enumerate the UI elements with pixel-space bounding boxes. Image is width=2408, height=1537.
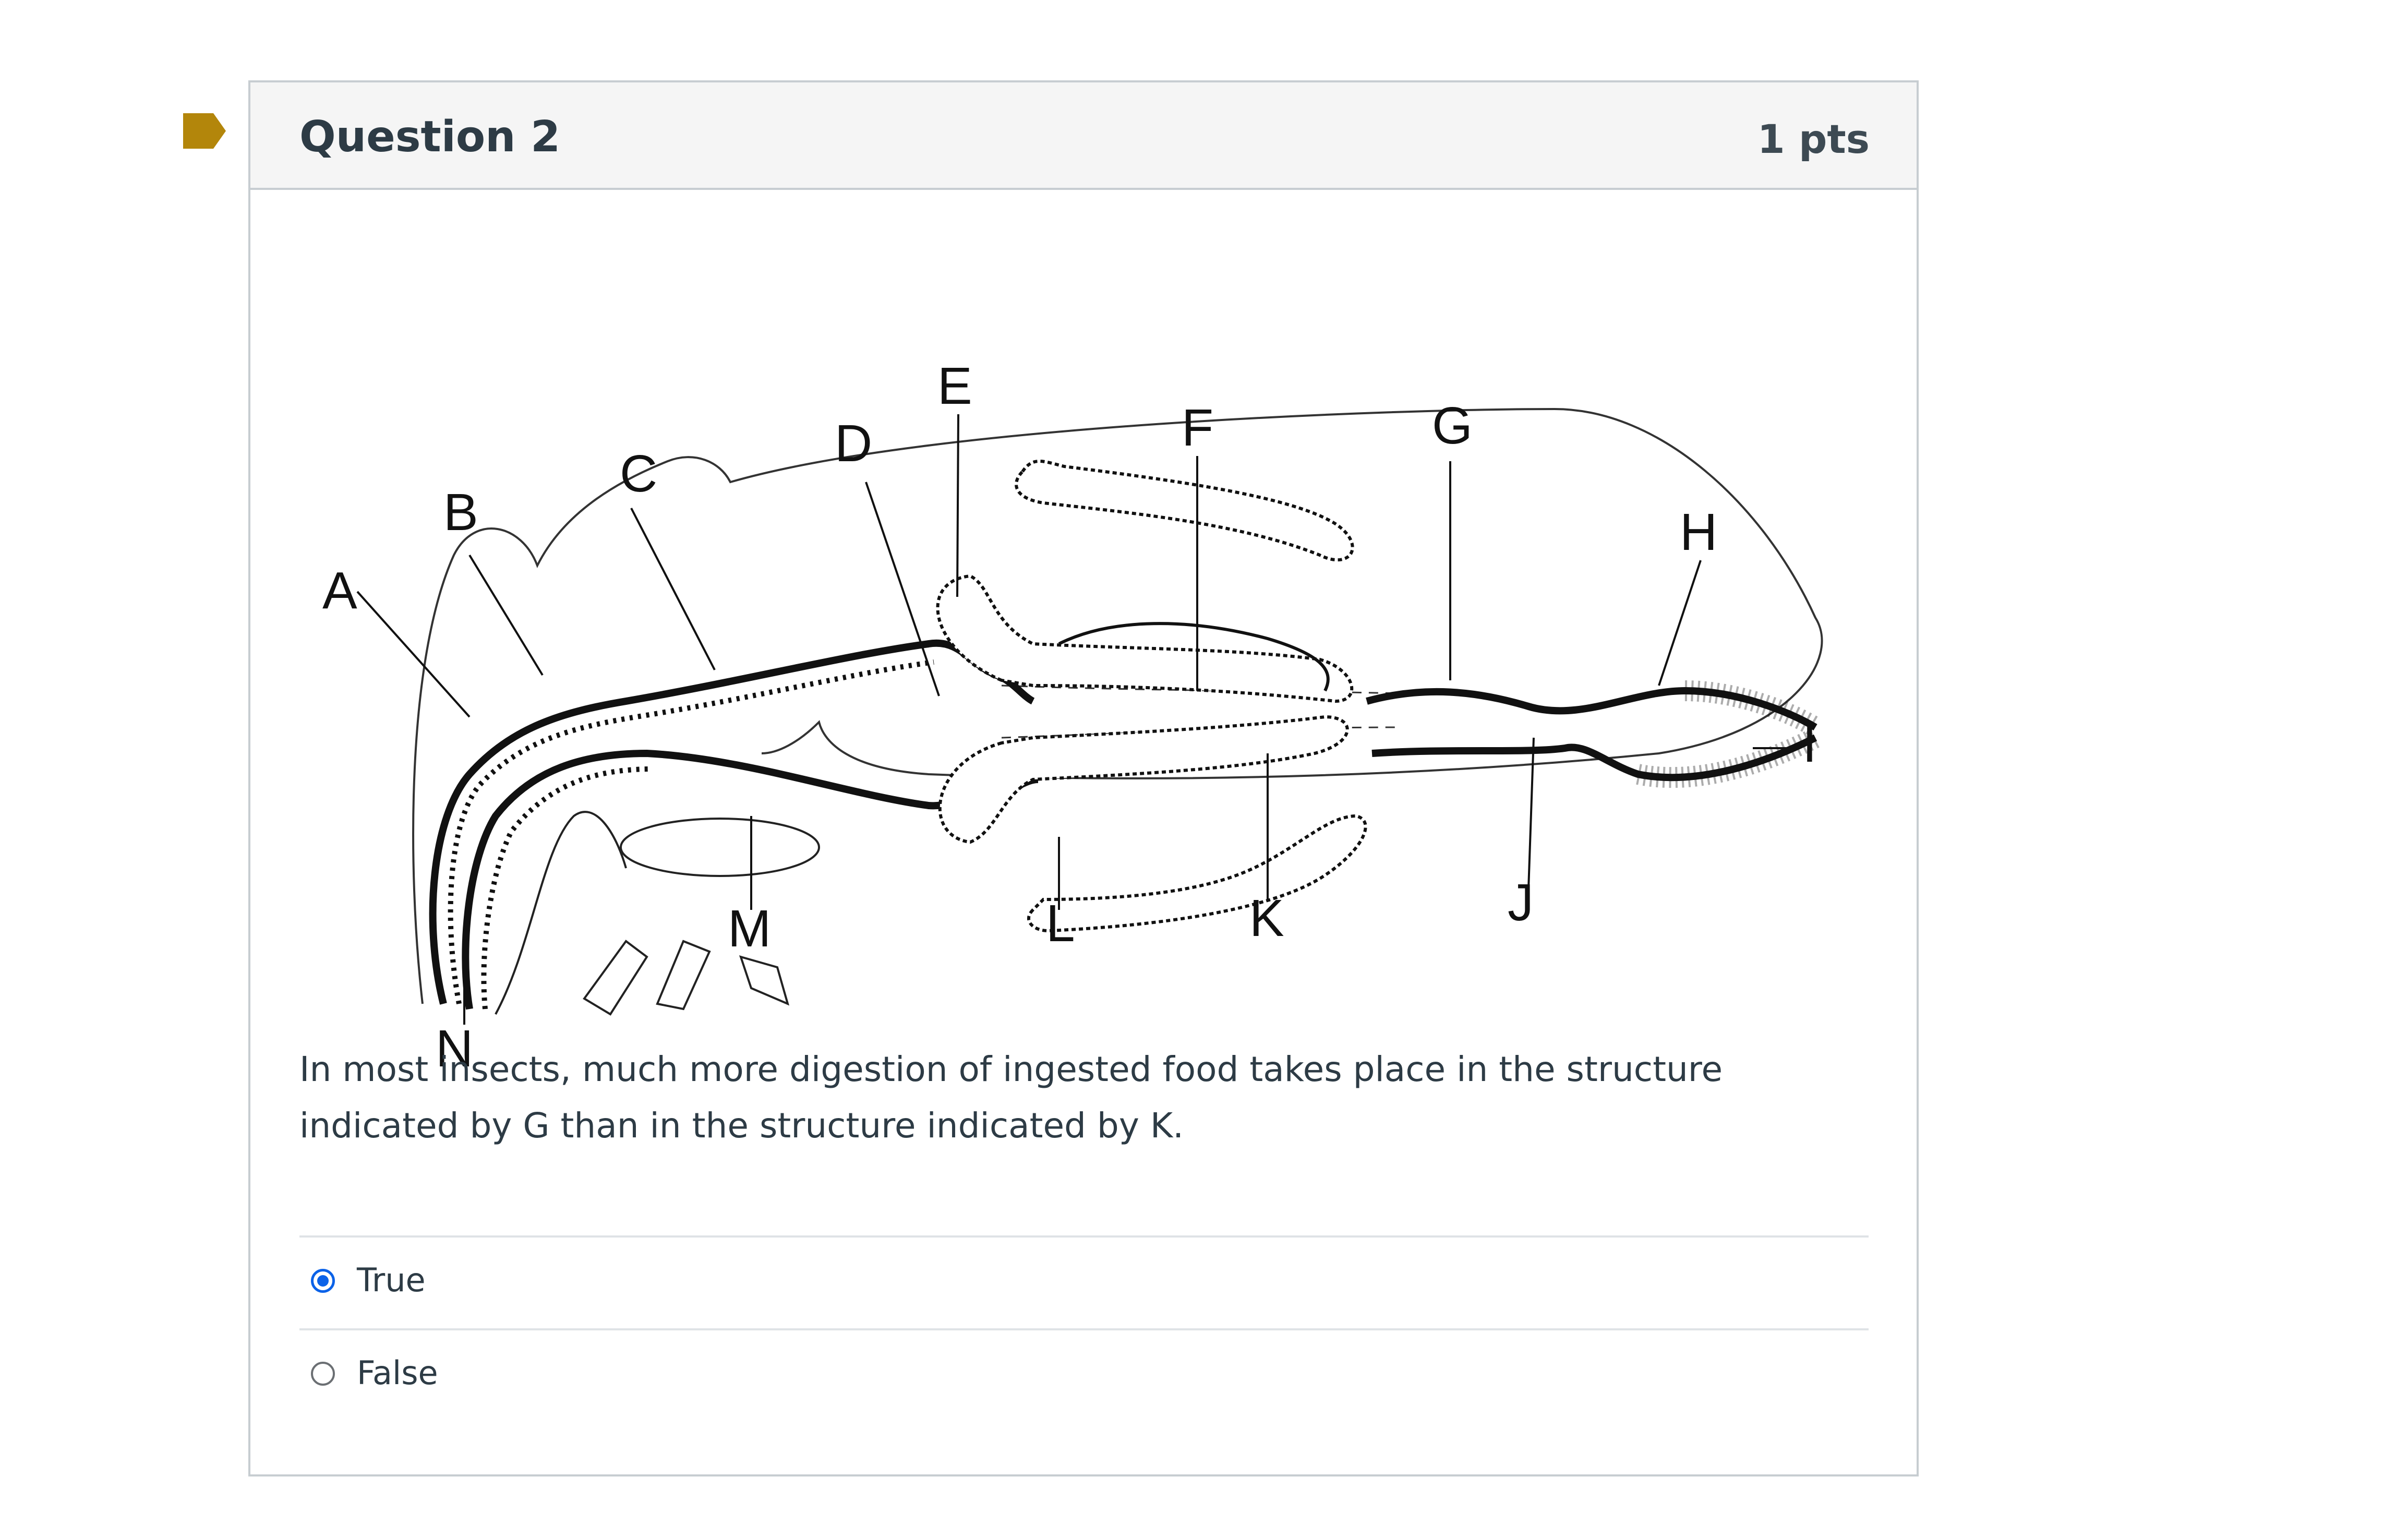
label-N: N	[436, 1019, 473, 1078]
bookmark-flag-icon[interactable]	[181, 110, 228, 152]
question-text: In most insects, much more digestion of …	[299, 1049, 1723, 1146]
question-title: Question 2	[299, 112, 561, 162]
label-C: C	[620, 445, 657, 503]
label-L: L	[1046, 894, 1075, 953]
label-G: G	[1432, 397, 1473, 455]
label-F: F	[1182, 399, 1213, 457]
label-E: E	[937, 357, 972, 415]
label-D: D	[835, 414, 872, 473]
radio-true[interactable]	[311, 1269, 335, 1293]
radio-false[interactable]	[311, 1362, 335, 1386]
label-M: M	[728, 899, 771, 958]
question-header: Question 2 1 pts	[250, 82, 1917, 190]
label-I: I	[1802, 715, 1817, 773]
question-points: 1 pts	[1757, 116, 1870, 162]
answer-option-true[interactable]: True	[299, 1235, 1869, 1328]
answer-option-false[interactable]: False	[299, 1328, 1869, 1421]
answer-label-true[interactable]: True	[357, 1261, 426, 1299]
question-card: Question 2 1 pts	[248, 80, 1919, 1476]
label-H: H	[1680, 503, 1717, 561]
answer-label-false[interactable]: False	[357, 1354, 438, 1392]
label-K: K	[1249, 889, 1284, 947]
answer-list: True False	[299, 1235, 1869, 1421]
label-J: J	[1508, 873, 1534, 932]
label-A: A	[322, 561, 357, 620]
insect-digestive-system-diagram: A B C D E F G H I J K L M N	[322, 357, 1823, 1078]
label-B: B	[443, 483, 478, 542]
